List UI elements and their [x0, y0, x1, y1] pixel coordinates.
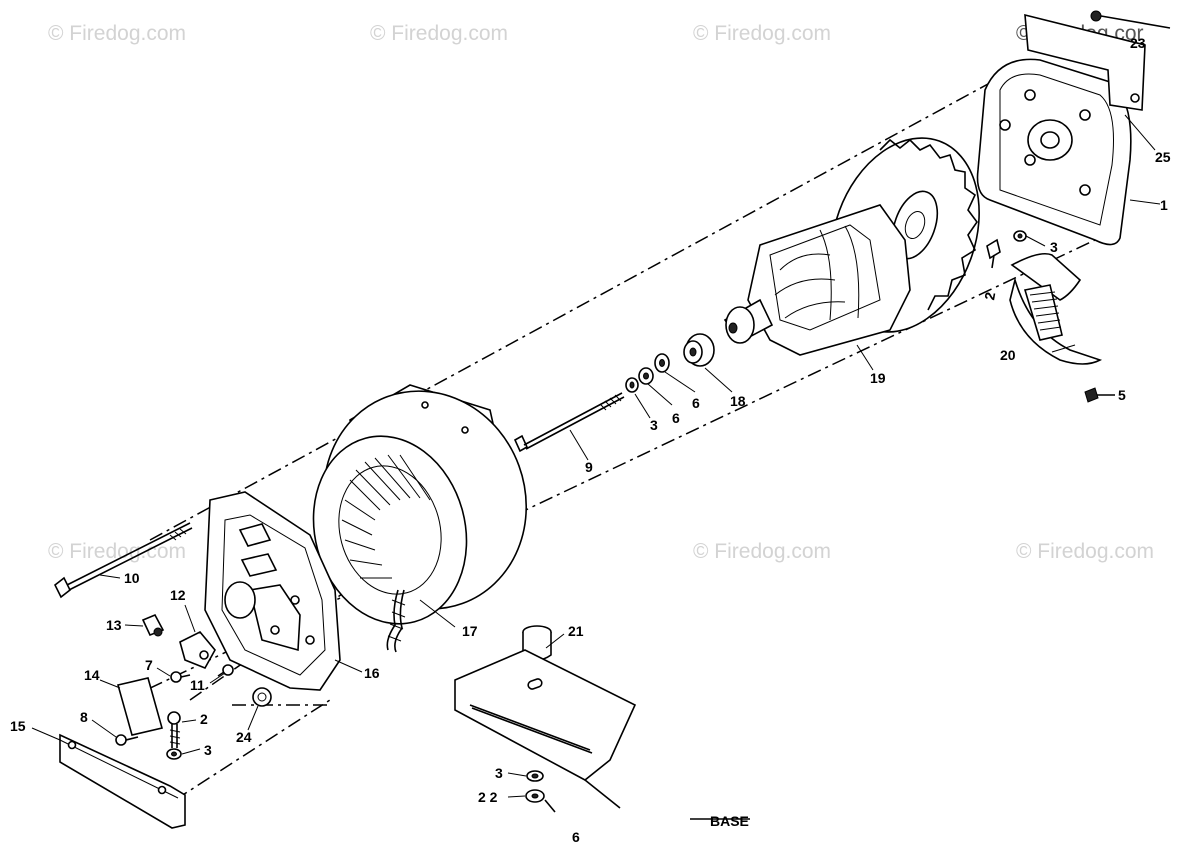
watermark-1: © Firedog.com: [48, 22, 187, 45]
callout-2-left: 2: [200, 711, 208, 727]
washer-6-b: [654, 353, 670, 373]
brush-cover-strip: [1009, 252, 1103, 365]
bearing-18: [683, 333, 715, 367]
screw-7: [170, 671, 191, 683]
callout-9: 9: [585, 459, 593, 475]
bushing-24: [252, 687, 272, 707]
washer-3-left: [166, 748, 182, 760]
washer-3-base: [526, 770, 544, 782]
callout-3-left: 3: [204, 742, 212, 758]
callout-3-right: 3: [1050, 239, 1058, 255]
washer-3-center: [625, 377, 639, 393]
callout-6-b: 6: [692, 395, 700, 411]
cover-14: [117, 677, 163, 736]
screw-8: [115, 734, 139, 746]
callout-5: 5: [1118, 387, 1126, 403]
callout-14: 14: [84, 667, 100, 683]
callout-12: 12: [170, 587, 186, 603]
callout-11: 11: [190, 677, 205, 693]
callout-21: 21: [568, 623, 584, 639]
through-bolt-9: [513, 392, 625, 453]
callout-25: 25: [1155, 149, 1171, 165]
plug-13: [141, 613, 165, 637]
end-bell-rear: [976, 58, 1132, 246]
screw-11: [217, 664, 234, 677]
callout-13: 13: [106, 617, 122, 633]
washer-3-right: [1013, 230, 1027, 242]
callout-17: 17: [462, 623, 478, 639]
watermark-3: © Firedog.com: [693, 22, 832, 45]
rotor-assembly: [723, 137, 980, 356]
callout-24: 24: [236, 729, 252, 745]
callout-6-base: 6: [572, 829, 580, 845]
end-bell-front: [204, 491, 341, 691]
screw-5: [1084, 387, 1115, 403]
screw-2-right: [986, 238, 1001, 269]
callout-2-right: 2: [981, 291, 998, 302]
callout-18: 18: [730, 393, 746, 409]
screw-2-left: [167, 711, 181, 748]
callout-10: 10: [124, 570, 140, 586]
watermark-5: © Firedog.com: [48, 540, 187, 563]
base-label: BASE: [710, 813, 749, 829]
mounting-bar-15: [59, 733, 186, 829]
callout-19: 19: [870, 370, 886, 386]
callout-20: 20: [1000, 347, 1016, 363]
stator-housing: [312, 384, 528, 653]
callout-8: 8: [80, 709, 88, 725]
washer-6-a: [638, 367, 654, 385]
callout-7: 7: [145, 657, 153, 673]
watermark-8: © Firedog.com: [1016, 540, 1155, 563]
watermark-7: © Firedog.com: [693, 540, 832, 563]
watermark-2: © Firedog.com: [370, 22, 509, 45]
callout-6-a: 6: [672, 410, 680, 426]
long-bolt-10: [53, 522, 193, 599]
end-bell-bracket: [1024, 13, 1146, 111]
callout-3-center: 3: [650, 417, 658, 433]
terminal-block-12: [179, 631, 216, 670]
callout-23: 23: [1130, 35, 1146, 51]
callout-labels: 1 25 23 3 2 20 5 19 18 6 6 3 9 17 16 10 …: [10, 35, 1171, 845]
leader-lines: [31, 114, 1161, 820]
base-plate: [454, 649, 637, 809]
callout-15: 15: [10, 718, 26, 734]
callout-3-base: 3: [495, 765, 503, 781]
callout-16: 16: [364, 665, 380, 681]
callout-1: 1: [1160, 197, 1168, 213]
washer-22-base: [525, 789, 556, 813]
callout-22: 2 2: [478, 789, 498, 805]
screw-23: [1090, 10, 1171, 29]
